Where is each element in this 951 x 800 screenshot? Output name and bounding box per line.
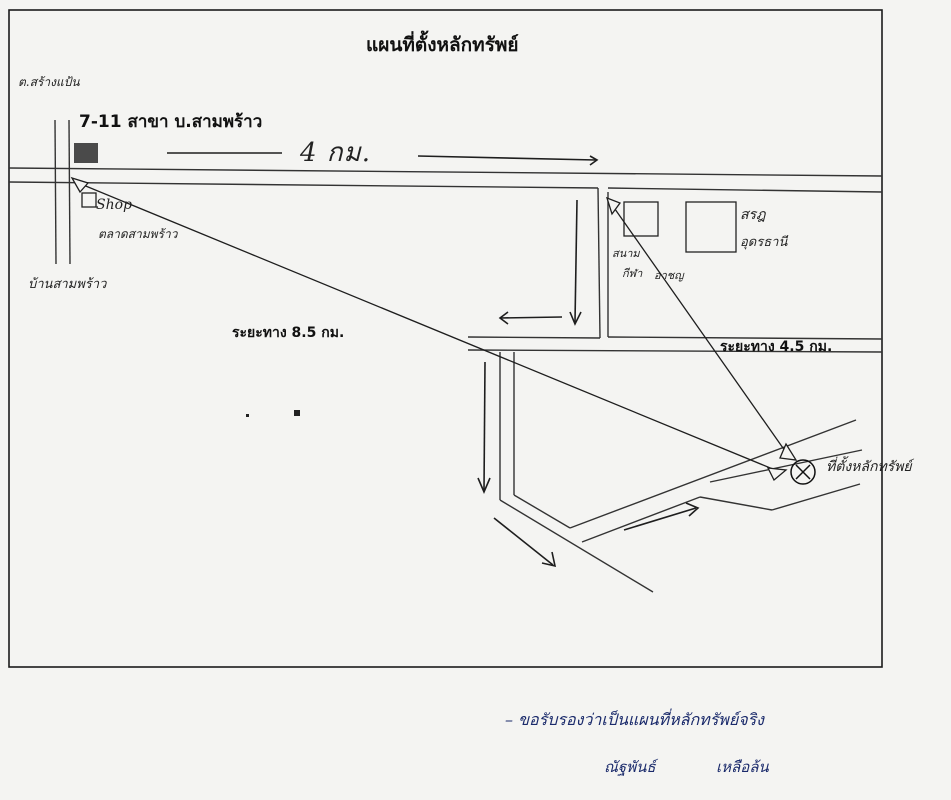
hand-small-2: กีฬา — [622, 267, 643, 280]
store-marker — [74, 143, 98, 163]
certification-note: – ขอรับรองว่าเป็นแผนที่หลักทรัพย์จริง — [505, 710, 764, 729]
map-title: แผนที่ตั้งหลักทรัพย์ — [366, 34, 519, 56]
hand-northeast-1: สรฎ — [740, 207, 766, 223]
shop-box — [81, 192, 97, 208]
hand-northeast-2: อุดรธานี — [740, 235, 788, 250]
speck — [294, 410, 300, 416]
left-road — [54, 119, 71, 265]
hand-top-distance: 4 กม. — [300, 138, 371, 168]
signature-last: เหลือล้น — [716, 758, 769, 776]
side-road — [467, 187, 883, 353]
distance-label-2: ระยะทาง 4.5 กม. — [720, 339, 833, 355]
distance-label-1: ระยะทาง 8.5 กม. — [232, 325, 345, 341]
route-lines — [70, 176, 798, 482]
store-label: 7-11 สาขา บ.สามพร้าว — [79, 112, 263, 132]
main-road — [8, 167, 883, 193]
hand-market: ตลาดสามพร้าว — [98, 227, 178, 241]
target-marker — [790, 459, 816, 485]
hand-target: ที่ตั้งหลักทรัพย์ — [826, 459, 912, 475]
stadium-box — [623, 201, 659, 237]
hand-village: บ้านสามพร้าว — [28, 277, 107, 292]
signature-first: ณัฐพันธ์ — [604, 758, 656, 776]
hand-northwest: ต.สร้างแป้น — [18, 75, 80, 89]
hand-shop: Shop — [96, 197, 132, 213]
hand-small-1: สนาม — [612, 247, 640, 260]
speck — [246, 414, 249, 417]
lower-road — [499, 352, 863, 593]
direction-arrows — [167, 152, 700, 568]
hand-small-3: อาชญ — [654, 269, 684, 282]
building-box — [685, 201, 737, 253]
